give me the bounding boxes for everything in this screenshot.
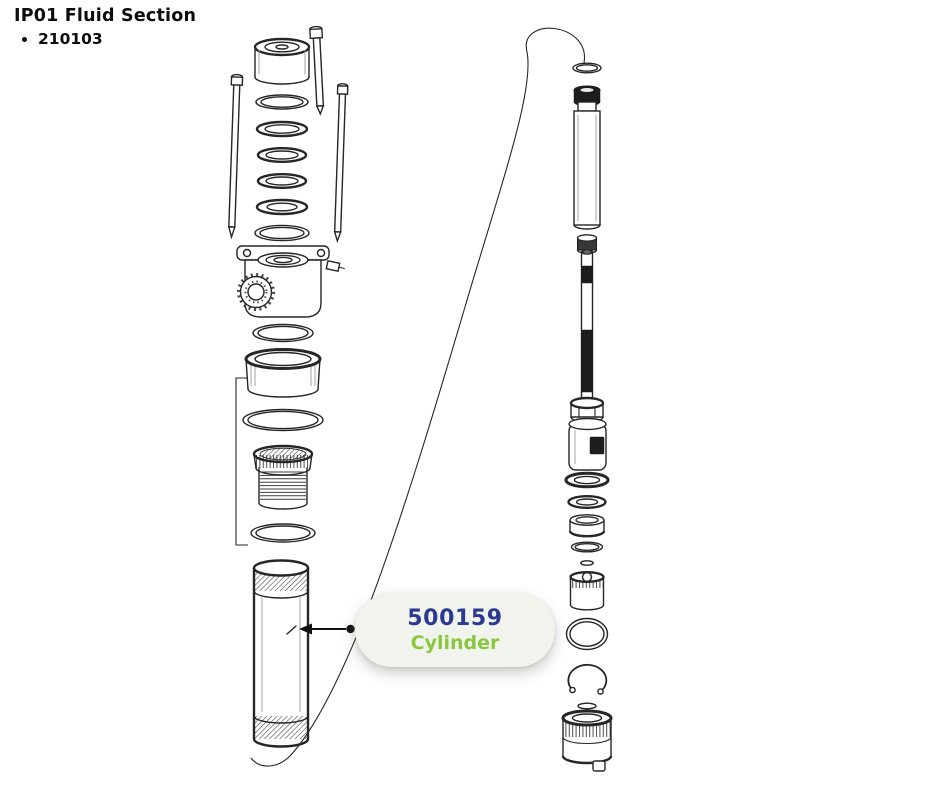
cylinder [252, 559, 310, 748]
side-port [237, 273, 275, 311]
o-ring-large [242, 408, 324, 432]
bolt-top [309, 25, 325, 116]
cup-seal [568, 514, 606, 538]
piston-rod-assembly [561, 62, 613, 772]
washer-thick [564, 471, 610, 489]
washer-thin [567, 495, 607, 510]
page-title: IP01 Fluid Section [14, 6, 197, 26]
pump-valve-housing [236, 245, 345, 318]
callout-part-number: 500159 [407, 606, 503, 631]
tie-rod-left [227, 73, 244, 240]
washer-flat [577, 702, 597, 710]
threaded-adapter [252, 444, 314, 510]
hex-nut [569, 396, 605, 423]
tiny-ring [580, 560, 594, 566]
piston-rod-upper [573, 85, 601, 230]
callout-part-label: Cylinder [410, 632, 500, 654]
o-ring-round [565, 617, 609, 651]
o-ring-upper [252, 323, 314, 343]
grouping-bracket [235, 377, 248, 546]
callout-pill[interactable]: 500159 Cylinder [355, 593, 555, 667]
seal-ring-stack [254, 94, 310, 242]
tie-rod-right [333, 83, 349, 244]
packing-nut-cap [253, 37, 311, 85]
part-number-list: 210103 [14, 30, 196, 48]
o-ring-small-right [570, 541, 604, 553]
piston-head [569, 571, 605, 611]
o-ring-lower [250, 523, 316, 543]
plug-screw [325, 260, 345, 272]
callout-arrow [299, 623, 355, 635]
retaining-ring-nut [244, 348, 322, 398]
valve-cage [568, 417, 607, 471]
intake-valve-housing [561, 709, 613, 772]
displacement-rod [580, 249, 594, 405]
fluid-section-assembly [227, 25, 349, 748]
part-number-item: 210103 [38, 30, 196, 48]
page-header: IP01 Fluid Section 210103 [14, 6, 196, 48]
retaining-clip [567, 663, 608, 695]
o-ring-top-right [572, 62, 602, 74]
